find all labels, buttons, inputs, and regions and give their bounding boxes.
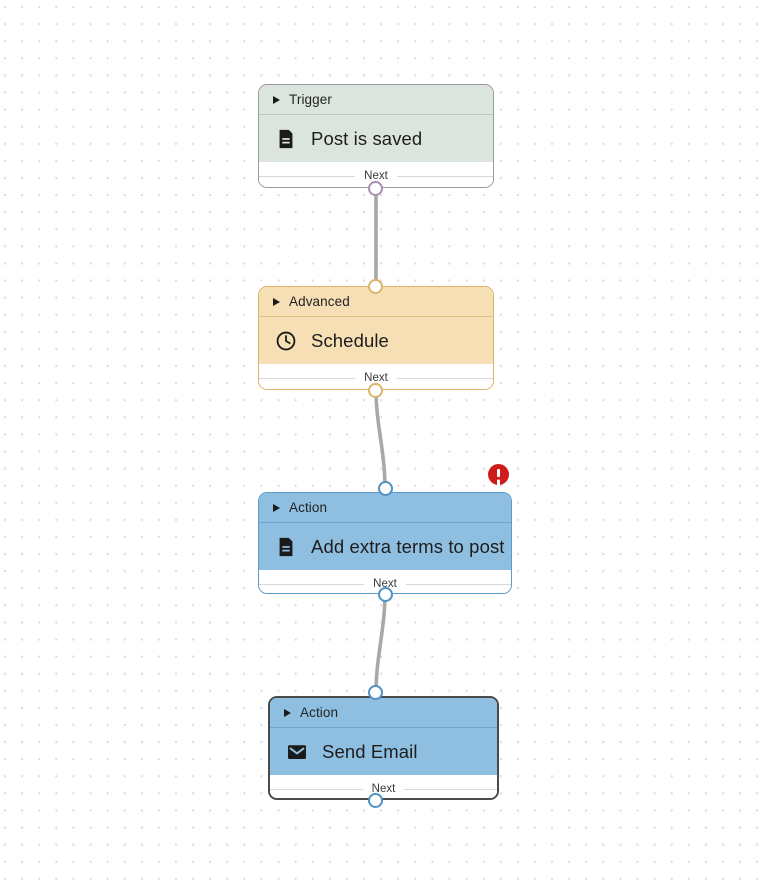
node-divider — [270, 727, 497, 728]
envelope-icon — [286, 741, 308, 763]
error-badge[interactable] — [488, 464, 509, 485]
node-type-label: Trigger — [289, 92, 332, 107]
clock-icon — [275, 330, 297, 352]
workflow-node-action-add-terms[interactable]: Action Add extra terms to post Next — [258, 492, 512, 594]
workflow-node-action-send-email[interactable]: Action Send Email Next — [268, 696, 499, 800]
node-divider — [259, 316, 493, 317]
node-type-label: Advanced — [289, 294, 350, 309]
workflow-node-trigger[interactable]: Trigger Post is saved Next — [258, 84, 494, 188]
collapse-triangle-icon[interactable] — [273, 297, 280, 306]
edge-advanced-to-action-terms — [374, 388, 387, 490]
node-next-label: Next — [355, 169, 397, 182]
node-divider — [259, 522, 511, 523]
node-body-action-add-terms[interactable]: Add extra terms to post — [259, 523, 511, 570]
collapse-triangle-icon[interactable] — [273, 503, 280, 512]
workflow-node-advanced[interactable]: Advanced Schedule Next — [258, 286, 494, 390]
node-header-action-send-email[interactable]: Action — [270, 698, 497, 727]
node-next-label: Next — [362, 782, 405, 795]
node-next-row-action-send-email[interactable]: Next — [270, 775, 497, 798]
node-title: Post is saved — [311, 127, 423, 149]
input-port-action-send-email[interactable] — [368, 685, 383, 700]
node-next-row-advanced[interactable]: Next — [259, 364, 493, 389]
output-port-advanced[interactable] — [368, 383, 383, 398]
input-port-action-add-terms[interactable] — [378, 481, 393, 496]
node-next-label: Next — [355, 371, 397, 384]
node-type-label: Action — [300, 705, 339, 720]
node-body-advanced[interactable]: Schedule — [259, 317, 493, 364]
edge-action-terms-to-send-email — [374, 592, 387, 694]
node-type-label: Action — [289, 500, 328, 515]
input-port-advanced[interactable] — [368, 279, 383, 294]
node-header-trigger[interactable]: Trigger — [259, 85, 493, 114]
output-port-action-add-terms[interactable] — [378, 587, 393, 602]
node-next-row-action-add-terms[interactable]: Next — [259, 570, 511, 593]
node-title: Send Email — [322, 740, 418, 762]
node-divider — [259, 114, 493, 115]
document-icon — [275, 536, 297, 558]
output-port-trigger[interactable] — [368, 181, 383, 196]
node-next-label: Next — [364, 577, 406, 590]
document-icon — [275, 128, 297, 150]
collapse-triangle-icon[interactable] — [273, 95, 280, 104]
node-title: Schedule — [311, 329, 389, 351]
node-body-trigger[interactable]: Post is saved — [259, 115, 493, 162]
node-title: Add extra terms to post — [311, 535, 505, 557]
exclamation-icon — [496, 469, 501, 478]
node-body-action-send-email[interactable]: Send Email — [270, 728, 497, 775]
collapse-triangle-icon[interactable] — [284, 708, 291, 717]
node-header-action-add-terms[interactable]: Action — [259, 493, 511, 522]
output-port-action-send-email[interactable] — [368, 793, 383, 808]
